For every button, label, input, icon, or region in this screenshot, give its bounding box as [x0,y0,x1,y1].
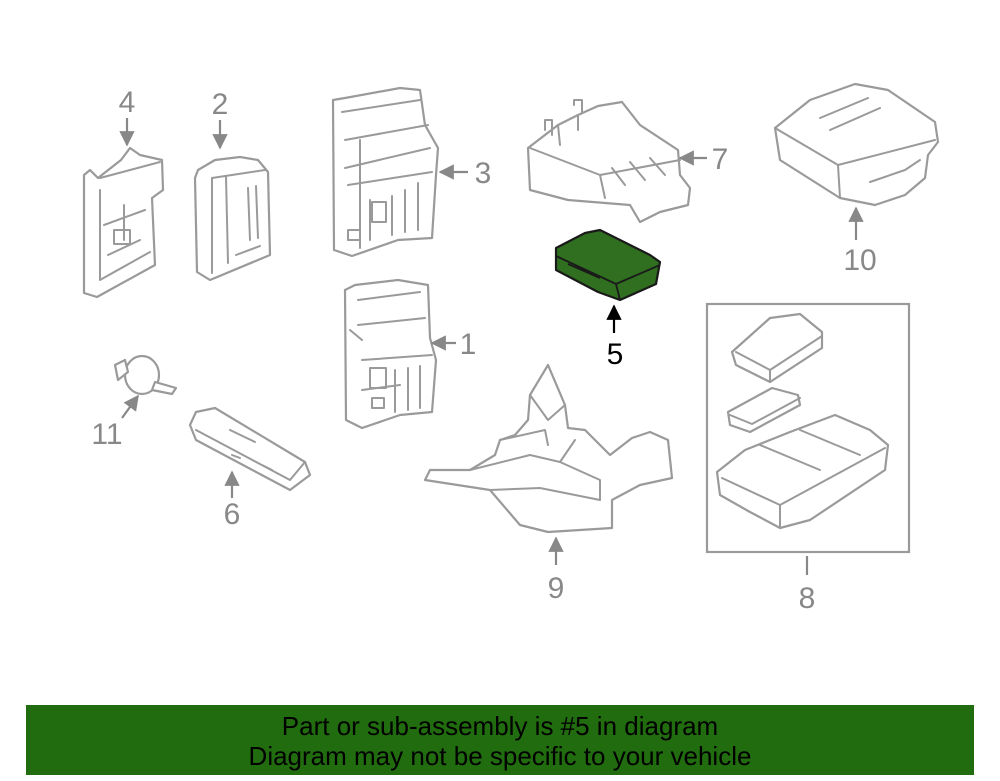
callout-3: 3 [475,157,492,190]
banner-line-2: Diagram may not be specific to your vehi… [248,741,752,771]
callout-10: 10 [843,244,876,277]
part-5-module-highlighted [554,228,662,302]
part-7-relay-box [526,99,692,224]
callout-6: 6 [224,498,241,531]
callout-9: 9 [548,572,565,605]
callout-8: 8 [799,582,816,615]
part-11-sensor [113,354,178,396]
part-8-kit [705,302,911,554]
part-3-fuse-block [331,86,440,258]
callout-7: 7 [712,143,729,176]
callout-2: 2 [212,88,229,121]
part-2-module [193,155,272,282]
info-banner: Part or sub-assembly is #5 in diagram Di… [26,705,974,775]
part-1-relay-block [343,278,438,430]
part-4-bracket [82,146,165,299]
callout-11: 11 [91,418,122,451]
banner-line-1: Part or sub-assembly is #5 in diagram [281,711,719,741]
callout-1: 1 [460,328,477,361]
callout-4: 4 [119,86,136,119]
callout-5: 5 [607,338,624,371]
part-6-module-plate [188,406,312,492]
part-9-bracket [423,363,674,534]
part-10-module-box [773,82,940,207]
parts-diagram: 4 2 3 7 10 5 1 11 6 9 8 [82,82,940,615]
